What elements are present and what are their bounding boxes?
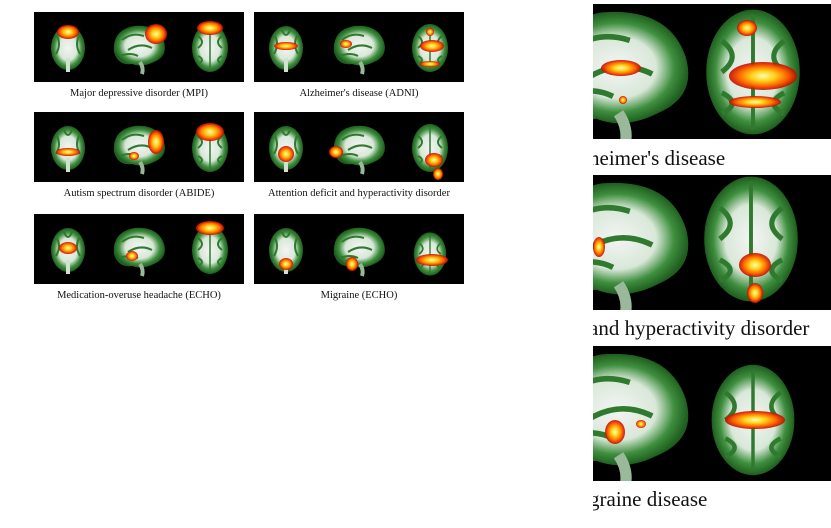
brain-panel-asd <box>34 112 244 182</box>
zoom-panel-adhd <box>593 175 831 310</box>
caption-migraine: Migraine (ECHO) <box>320 290 398 301</box>
brain-panel-migraine <box>254 214 464 284</box>
zoom-panel-migraine <box>593 346 831 481</box>
zoom-panel-ad <box>593 4 831 139</box>
zoom-caption-migraine: graine disease <box>593 487 708 511</box>
zoom-caption-adhd: and hyperactivity disorder <box>593 316 810 340</box>
caption-ad: Alzheimer's disease (ADNI) <box>299 88 419 99</box>
brain-panel-mdd <box>34 12 244 82</box>
caption-mdd: Major depressive disorder (MPI) <box>70 88 208 99</box>
brain-panel-ad <box>254 12 464 82</box>
caption-asd: Autism spectrum disorder (ABIDE) <box>63 188 215 199</box>
brain-panel-moh <box>34 214 244 284</box>
zoom-caption-ad: heimer's disease <box>593 146 726 170</box>
caption-adhd: Attention deficit and hyperactivity diso… <box>268 188 450 199</box>
caption-moh: Medication-overuse headache (ECHO) <box>57 290 221 301</box>
brain-panel-adhd <box>254 112 464 182</box>
zoomed-figure-column: heimer's disease and hyperactivity disor… <box>593 0 831 528</box>
